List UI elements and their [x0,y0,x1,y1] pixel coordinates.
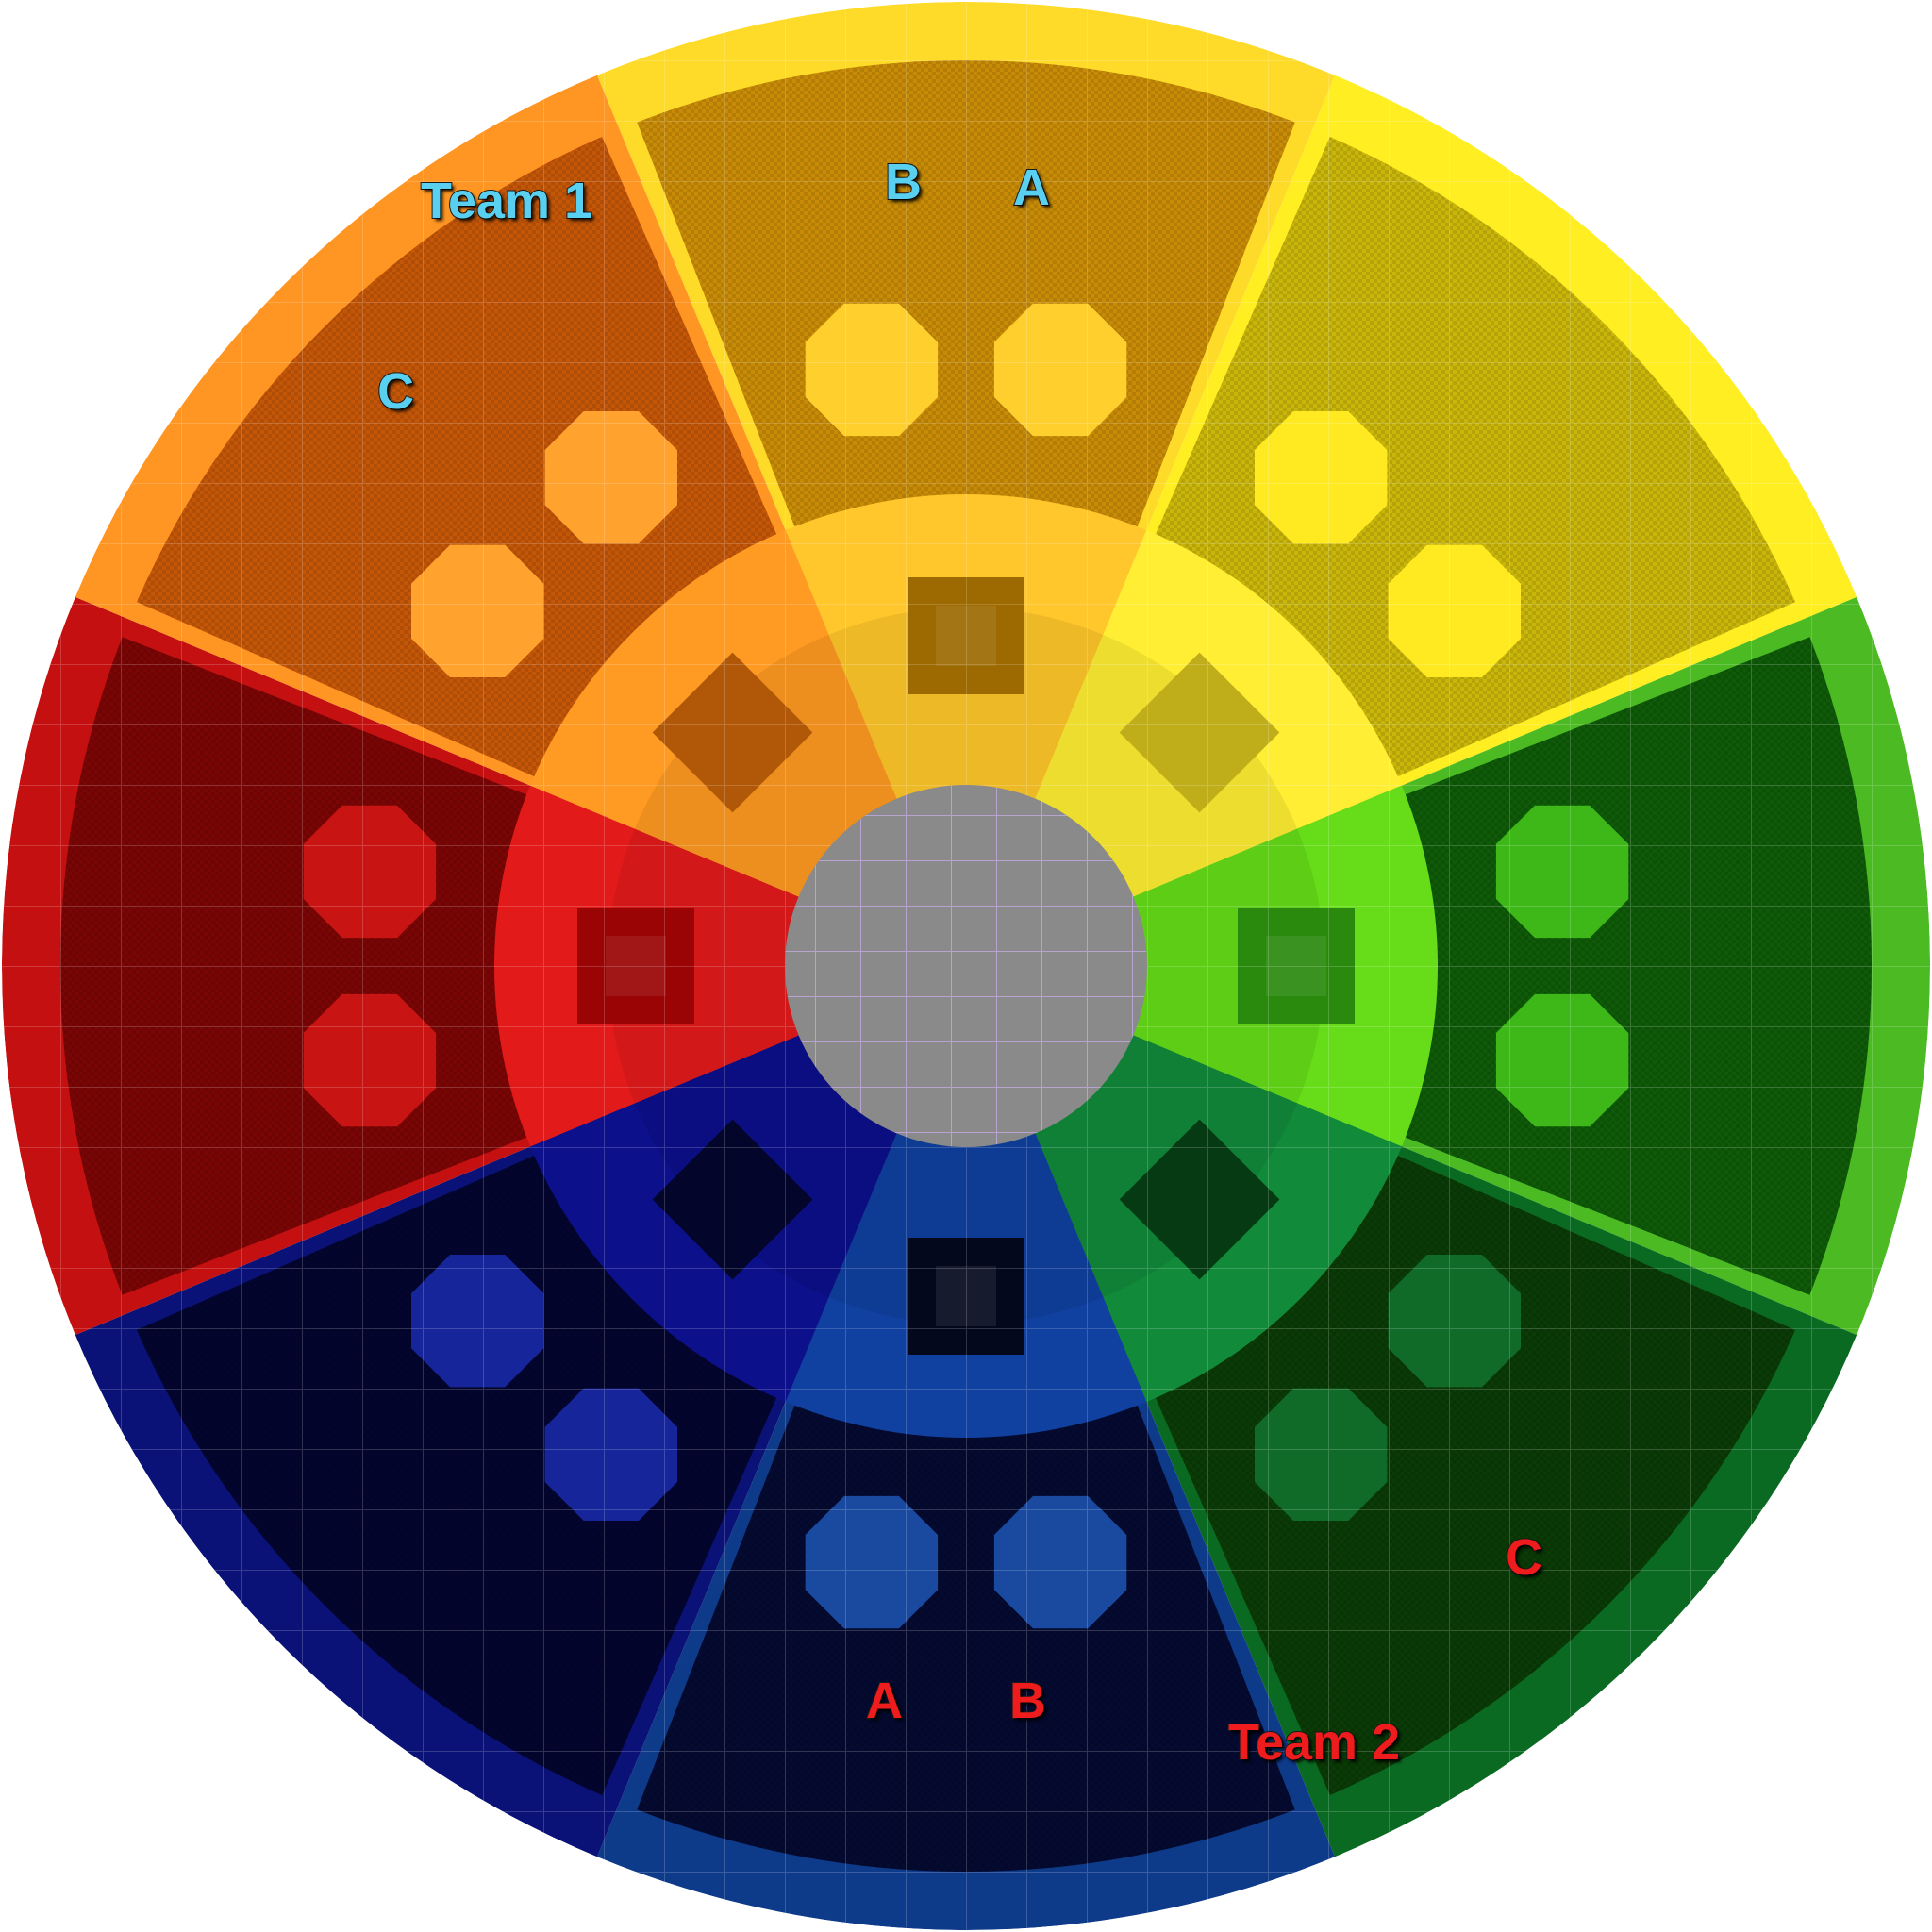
team-1-label: Team 1 [420,173,593,229]
team-2-label: Team 2 [1227,1714,1401,1771]
team-2-point-c-label: C [1505,1529,1543,1586]
team-1-point-a-label: A [1012,159,1051,216]
center-grid [785,785,1147,1147]
team-1-point-b-label: B [884,154,923,210]
team-1-point-c-label: C [376,363,415,420]
team-2-point-b-label: B [1008,1673,1047,1729]
team-2-point-a-label: A [865,1673,904,1729]
